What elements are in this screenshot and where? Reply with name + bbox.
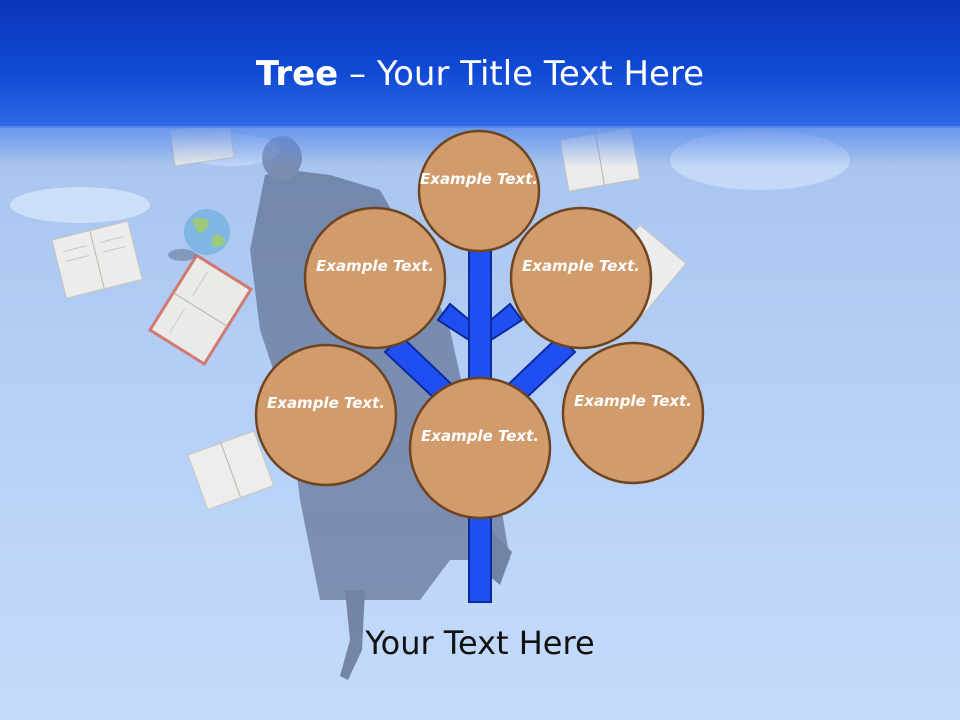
node-circle-top	[417, 129, 541, 253]
slide-title: Tree – Your Title Text Here	[0, 52, 960, 96]
book	[51, 220, 143, 299]
title-bar	[0, 0, 960, 128]
node-label-lower-right: Example Text.	[574, 392, 692, 410]
branch-upper-left	[436, 302, 470, 342]
title-rest: – Your Title Text Here	[338, 54, 705, 94]
node-circle-center	[408, 376, 552, 520]
node-label-upper-right: Example Text.	[522, 257, 640, 275]
node-circle-upper-left	[303, 206, 447, 350]
node-circle-lower-left	[254, 343, 398, 487]
node-circle-upper-right	[509, 206, 653, 350]
book	[147, 253, 253, 366]
cloud	[10, 187, 150, 223]
tree-nodes	[254, 129, 705, 520]
node-label-upper-left: Example Text.	[316, 257, 434, 275]
footer-text: Your Text Here	[365, 624, 595, 662]
branch-upper-right	[490, 302, 524, 342]
node-label-lower-left: Example Text.	[267, 394, 385, 412]
title-bold: Tree	[255, 54, 339, 94]
book	[187, 430, 275, 511]
node-label-top: Example Text.	[420, 170, 538, 188]
node-label-center: Example Text.	[421, 427, 539, 445]
node-circle-lower-right	[561, 341, 705, 485]
globe-illustration	[168, 209, 230, 261]
